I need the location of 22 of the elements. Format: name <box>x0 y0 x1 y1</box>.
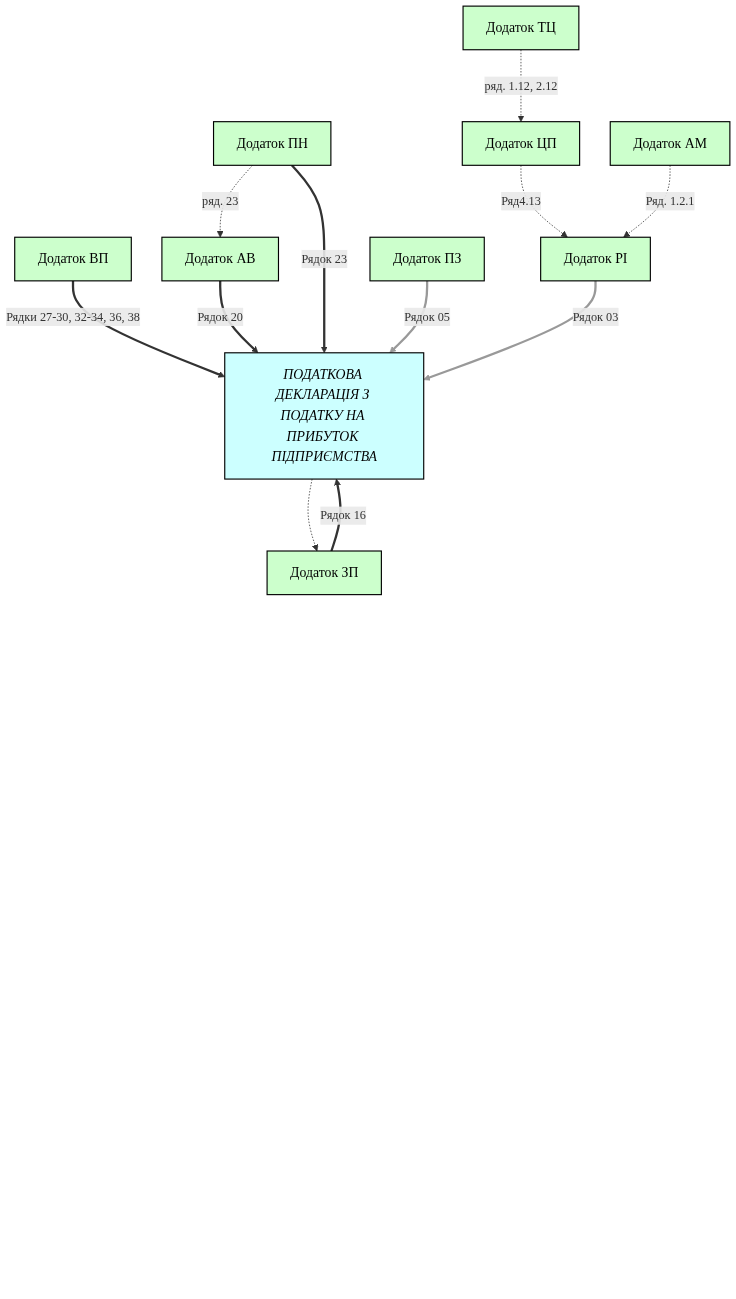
edge-label: Рядок 03 <box>572 309 619 323</box>
arrow <box>423 280 597 381</box>
node-box: Додаток ЗП <box>266 550 382 596</box>
node-box: Додаток АМ <box>609 121 731 166</box>
edge-label: Ряд4.13 <box>501 194 541 208</box>
node-box: Додаток ВП <box>14 236 132 282</box>
node-box: Додаток ПЗ <box>369 236 485 282</box>
node-box: Додаток АВ <box>161 236 280 282</box>
edge-label: Рядок 16 <box>320 508 366 522</box>
edge-label: ряд. 1.12, 2.12 <box>484 78 558 92</box>
edge-label: Рядки 27-30, 32-34, 36, 38 <box>6 309 140 323</box>
edge-label: Рядок 05 <box>404 309 450 323</box>
edge-label: Рядок 23 <box>301 252 348 266</box>
node-box: ПОДАТКОВА ДЕКЛАРАЦІЯ З ПОДАТКУ НА ПРИБУТОК ПІДПРИЄМСТВА <box>224 352 425 480</box>
edge-label: ряд. 23 <box>202 194 239 208</box>
edge-label: Рядок 20 <box>197 309 243 323</box>
arrow <box>291 164 328 354</box>
node-box: Додаток РІ <box>540 236 651 282</box>
edge-label: Ряд. 1.2.1 <box>645 194 695 208</box>
node-box: Додаток ПН <box>212 121 332 166</box>
node-box: Додаток ТЦ <box>462 5 580 51</box>
node-box: Додаток ЦП <box>461 121 581 166</box>
